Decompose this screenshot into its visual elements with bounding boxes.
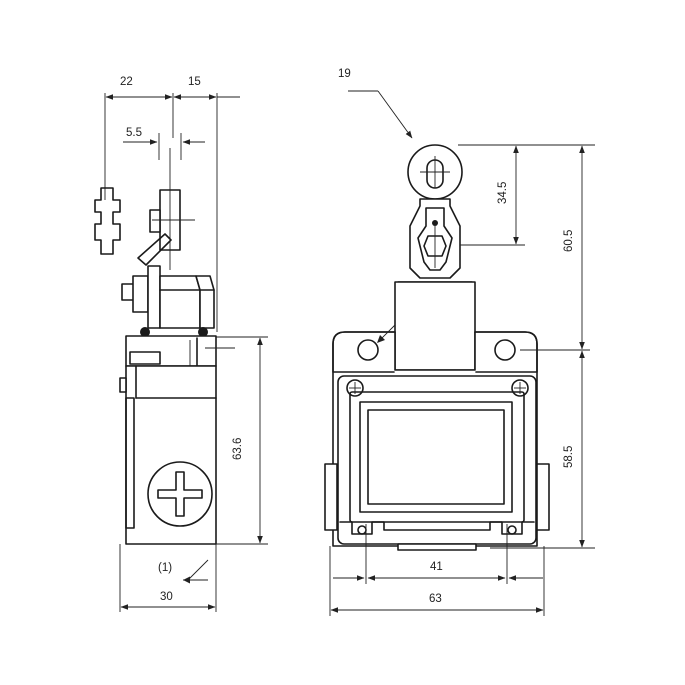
front-roller [407, 144, 463, 200]
dim-lever-offset-label: 22 [120, 76, 133, 88]
dim-head-height: 60.5 [525, 144, 595, 350]
dim-roller-axis: 34.5 [458, 144, 525, 246]
callout-nineteen: 19 [338, 68, 413, 139]
mount-hole-left-icon [357, 339, 379, 361]
dim-mount-spacing-label: 41 [430, 561, 443, 573]
dim-lever-offset: 22 15 [104, 76, 240, 332]
callout-nineteen-label: 19 [338, 68, 351, 80]
dim-total-width: 63 [329, 546, 545, 616]
dim-body-width-label: 30 [160, 591, 173, 603]
dim-front-body-height: 58.5 [490, 350, 595, 549]
dim-mount-spacing: 41 [333, 524, 543, 584]
front-housing [324, 324, 590, 551]
note-one-label: (1) [158, 562, 172, 574]
mount-hole-right-icon [494, 339, 516, 361]
dim-lever-depth-label: 15 [188, 76, 201, 88]
dim-body-height-label: 63.6 [232, 438, 244, 460]
side-lever [137, 233, 172, 266]
side-view: 22 15 5.5 [94, 76, 268, 612]
side-roller [149, 148, 195, 270]
screw-right-icon [511, 379, 529, 397]
front-neck [394, 281, 476, 371]
screw-left-icon [346, 379, 364, 397]
side-body [119, 335, 235, 545]
alt-roller-position [94, 187, 121, 255]
dim-front-body-height-label: 58.5 [563, 446, 575, 468]
dim-roller-width-label: 5.5 [126, 127, 142, 139]
dim-head-height-label: 60.5 [563, 230, 575, 252]
dim-body-height: 63.6 [216, 336, 268, 545]
screw-head-icon [147, 461, 213, 527]
dim-total-width-label: 63 [429, 593, 442, 605]
note-one: (1) [158, 559, 209, 584]
dim-roller-width: 5.5 [123, 127, 205, 160]
dim-roller-axis-label: 34.5 [497, 182, 509, 204]
dim-body-width: 30 [119, 544, 217, 612]
side-head [121, 265, 215, 337]
front-fork [397, 198, 473, 283]
front-view: 19 [324, 68, 595, 616]
